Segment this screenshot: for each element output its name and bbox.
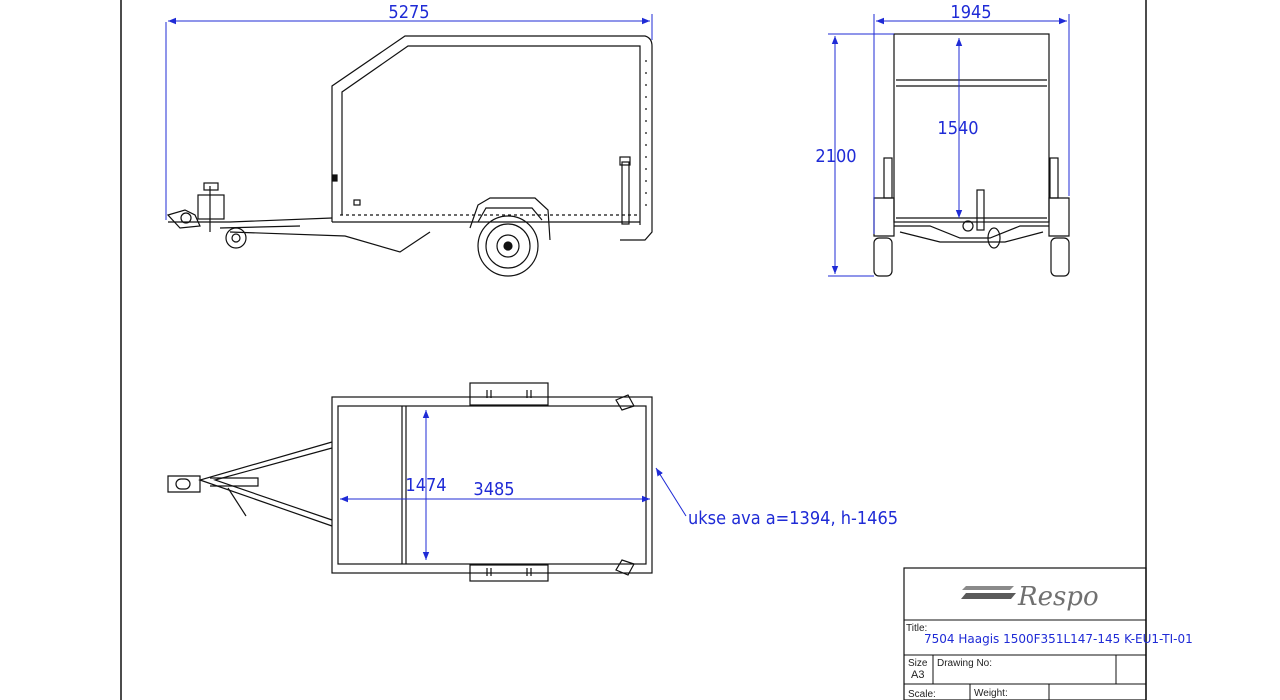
title-label: Title: <box>906 623 927 634</box>
dim-label-overall-height: 2100 <box>815 146 856 167</box>
dim-label-inner-height: 1540 <box>937 118 978 139</box>
side-view-drawing <box>166 35 653 277</box>
door-opening-note: ukse ava a=1394, h-1465 <box>688 508 898 529</box>
top-view-drawing <box>167 382 653 582</box>
weight-label: Weight: <box>974 688 1008 699</box>
logo-text: Respo <box>1017 582 1099 612</box>
dim-label-overall-length: 5275 <box>388 2 429 23</box>
logo-mark-bottom <box>961 593 1016 599</box>
dim-label-overall-width: 1945 <box>950 2 991 23</box>
top-dims <box>340 410 687 560</box>
dim-label-inner-width: 1474 <box>405 475 446 496</box>
scale-label: Scale: <box>908 689 936 700</box>
dim-overall-length <box>165 14 653 220</box>
title-value: 7504 Haagis 1500F351L147-145 K-EU1-TI-01 <box>924 632 1193 646</box>
size-value: A3 <box>911 669 924 681</box>
drawing-no-label: Drawing No: <box>937 658 992 669</box>
logo-mark-top <box>962 586 1014 590</box>
rear-view-drawing <box>873 33 1070 277</box>
title-block <box>903 567 1147 700</box>
rear-dims <box>828 14 1070 277</box>
respo-logo: Respo <box>961 582 1099 612</box>
size-label: Size <box>908 658 928 669</box>
dim-label-inner-length: 3485 <box>473 479 514 500</box>
